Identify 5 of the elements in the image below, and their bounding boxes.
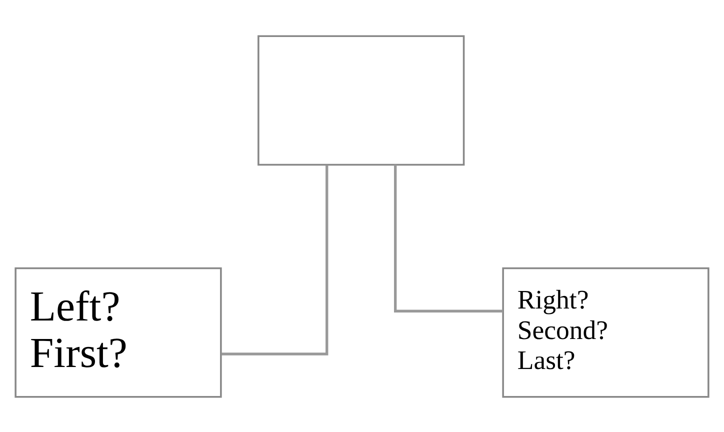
connector [221,164,328,355]
node-box: Left? First? [14,266,222,398]
node-box: Right? Second? Last? [502,266,710,398]
node-box [258,34,465,166]
connector [394,164,503,312]
